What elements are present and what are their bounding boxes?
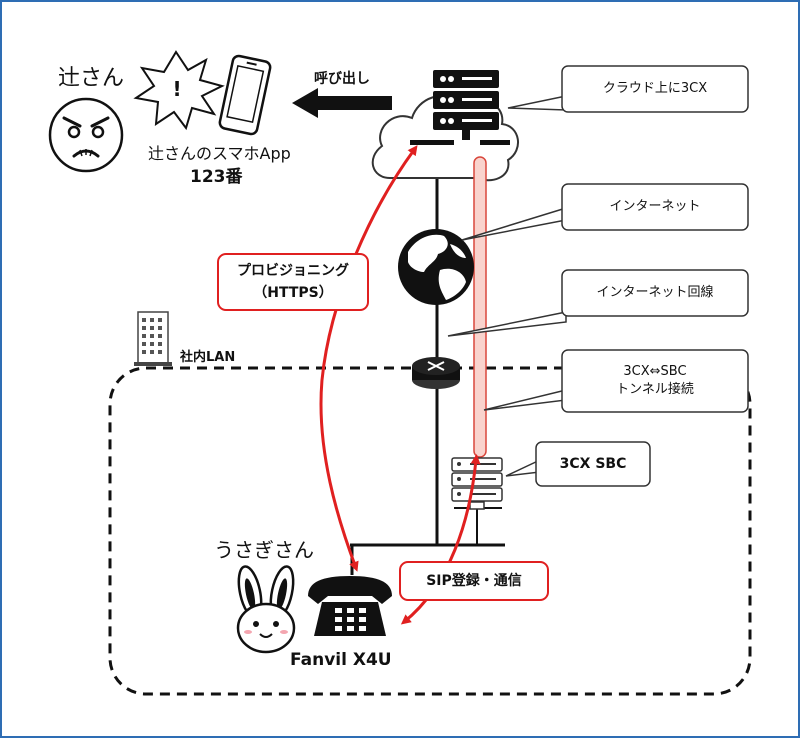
callout-box-line [561,269,749,317]
lan-label: 社内LAN [180,350,236,365]
office-building-icon [134,311,172,366]
callout-cloud-text: クラウド上に3CX [602,81,708,96]
server-icon [410,70,510,145]
phone-model-label: Fanvil X4U [290,650,392,670]
provisioning-label-box [217,253,369,311]
tsuji-app-label: 辻さんのスマホApp [148,144,291,163]
lan-boundary [108,366,752,696]
callout-internet-text: インターネット [609,199,701,214]
callout-pointer-cloud [507,95,567,111]
call-arrow [292,88,392,118]
provisioning-arrow [319,145,418,572]
angry-face-icon [48,97,124,173]
tsuji-extension: 123番 [190,167,243,187]
svg-text:!: ! [172,77,181,101]
ringing-burst-icon: ! [133,50,225,131]
callout-tunnel-text: 3CX⇔SBC トンネル接続 [562,350,748,412]
callout-tunnel-line1: 3CX⇔SBC [623,364,687,379]
callout-pointer-tunnel [483,389,567,411]
sbc-device-icon [451,457,503,510]
callout-sbc-text: 3CX SBC [559,456,627,472]
callout-box-cloud [561,65,749,113]
callout-line-text: インターネット回線 [596,285,714,300]
call-label: 呼び出し [314,71,370,87]
callout-pointer-sbc [505,458,541,477]
tsuji-name: 辻さん [58,66,125,91]
provisioning-label: プロビジョニング （HTTPS） [218,254,368,310]
smartphone-icon [218,54,272,136]
callout-box-internet [561,183,749,231]
callout-pointer-line [447,311,567,337]
sip-label: SIP登録・通信 [426,573,522,589]
sip-label-box [399,561,549,601]
provisioning-label-line1: プロビジョニング [237,263,349,279]
tunnel-bar [473,156,487,458]
callout-tunnel-line2: トンネル接続 [616,382,694,397]
desk-phone-icon [308,576,392,636]
callout-box-tunnel [561,349,749,413]
sip-arrow [400,454,481,625]
callout-box-sbc [535,441,651,487]
router-icon [412,357,460,389]
rabbit-icon [236,565,296,654]
provisioning-label-line2: （HTTPS） [253,285,333,301]
usagi-name: うさぎさん [214,538,314,562]
